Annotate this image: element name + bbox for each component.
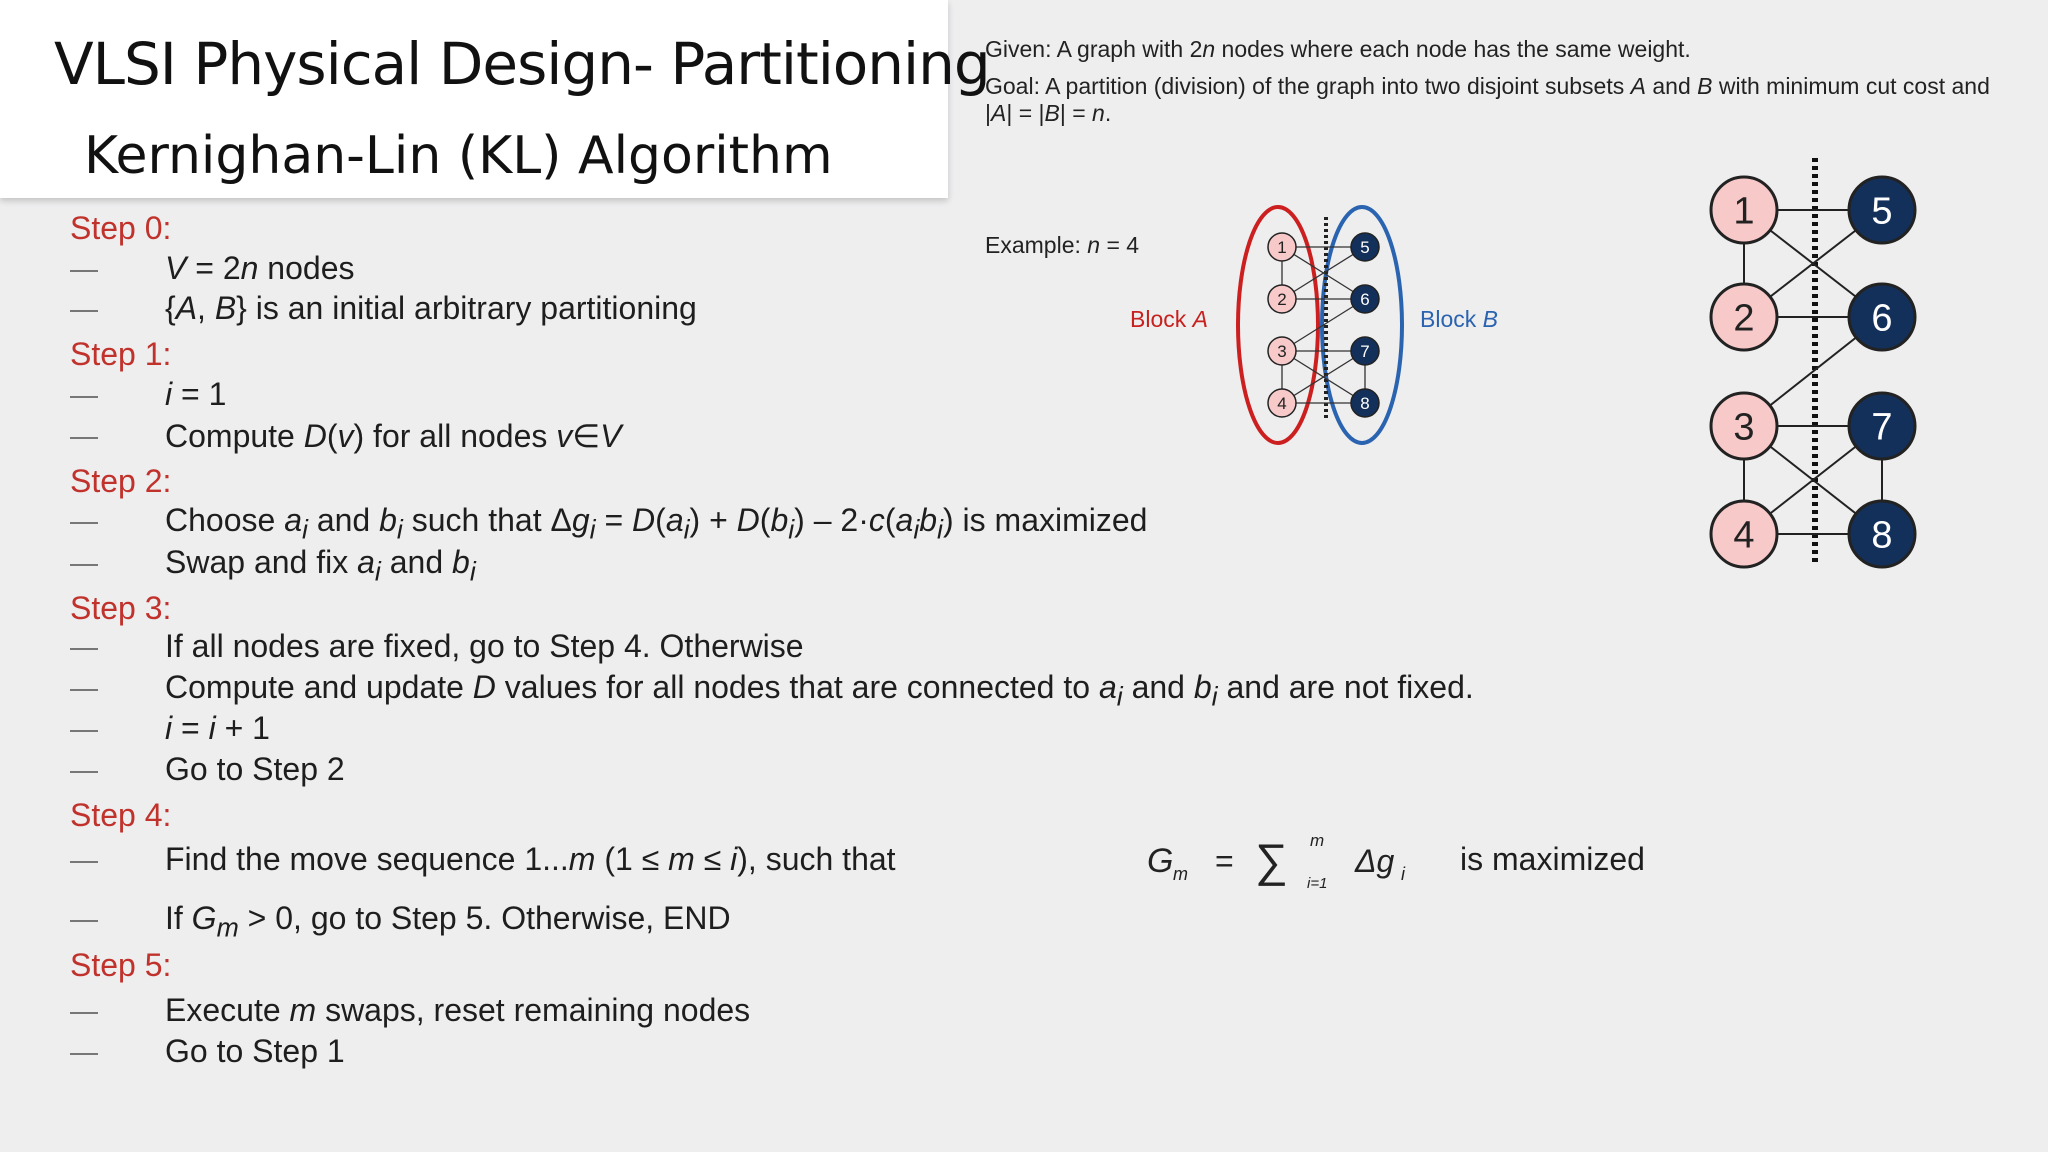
step-4-heading: Step 4:: [70, 797, 172, 833]
block-a-label: Block A: [1130, 306, 1208, 332]
step-4-item-2: If Gm > 0, go to Step 5. Otherwise, END: [165, 900, 731, 943]
formula-lower: i=1: [1307, 875, 1327, 892]
bullet-dash: [70, 730, 98, 732]
large-node-5: [1847, 175, 1917, 245]
step-3-item-3: i = i + 1: [165, 710, 270, 746]
block-a-ellipse: [1236, 205, 1320, 445]
title-box: [0, 0, 948, 198]
large-node-label-5: 5: [1871, 191, 1892, 233]
large-node-label-1: 1: [1733, 191, 1754, 233]
formula-g: G: [1147, 842, 1173, 880]
bullet-dash: [70, 310, 98, 312]
step-3-item-4: Go to Step 2: [165, 751, 345, 787]
slide-subtitle: Kernighan-Lin (KL) Algorithm: [84, 126, 833, 186]
large-node-7: [1847, 391, 1917, 461]
step-1-item-2: Compute D(v) for all nodes v∈V: [165, 418, 622, 454]
bullet-dash: [70, 1053, 98, 1055]
bullet-dash: [70, 396, 98, 398]
large-node-label-4: 4: [1733, 515, 1754, 557]
bullet-dash: [70, 522, 98, 524]
large-node-4: [1709, 499, 1779, 569]
formula-sigma: ∑: [1255, 834, 1288, 886]
step-1-item-1: i = 1: [165, 376, 227, 412]
small-node-label-4: 4: [1277, 394, 1286, 413]
bullet-dash: [70, 771, 98, 773]
large-partition-graph: 1 2 3 4 5 6 7 8: [1709, 158, 1917, 569]
small-partition-graph: 1 2 3 4 5 6 7 8: [1236, 205, 1404, 445]
large-node-label-6: 6: [1871, 298, 1892, 340]
small-node-label-7: 7: [1360, 342, 1369, 361]
step-5-heading: Step 5:: [70, 947, 172, 983]
small-node-label-6: 6: [1360, 290, 1369, 309]
small-node-label-3: 3: [1277, 342, 1286, 361]
large-node-6: [1847, 282, 1917, 352]
bullet-dash: [70, 564, 98, 566]
given-text: Given: A graph with 2n nodes where each …: [985, 36, 1691, 62]
block-b-label: Block B: [1420, 306, 1498, 332]
bullet-dash: [70, 920, 98, 922]
step-3-item-2: Compute and update D values for all node…: [165, 669, 1474, 712]
large-node-1: [1709, 175, 1779, 245]
step-5-item-2: Go to Step 1: [165, 1033, 345, 1069]
gm-sum-formula: G m = ∑ m i=1 Δg i: [1147, 832, 1406, 892]
slide-title: VLSI Physical Design- Partitioning: [54, 30, 991, 98]
large-node-8: [1847, 499, 1917, 569]
small-node-6: [1350, 284, 1380, 314]
large-node-label-3: 3: [1733, 407, 1754, 449]
step-3-item-1: If all nodes are fixed, go to Step 4. Ot…: [165, 628, 804, 664]
formula-eq: =: [1215, 843, 1234, 879]
step-2-item-1: Choose ai and bi such that Δgi = D(ai) +…: [165, 502, 1148, 545]
small-node-8: [1350, 388, 1380, 418]
block-b-ellipse: [1320, 205, 1404, 445]
step-4-item-1: Find the move sequence 1...m (1 ≤ m ≤ i)…: [165, 841, 896, 877]
small-node-label-2: 2: [1277, 290, 1286, 309]
bullet-dash: [70, 648, 98, 650]
formula-delta-sub: i: [1401, 864, 1406, 884]
step-4-item-1-tail: is maximized: [1460, 841, 1645, 877]
example-label: Example: n = 4: [985, 232, 1140, 258]
step-5-item-1: Execute m swaps, reset remaining nodes: [165, 992, 751, 1028]
small-node-1: [1267, 232, 1297, 262]
step-1-heading: Step 1:: [70, 336, 172, 372]
step-2-item-2: Swap and fix ai and bi: [165, 544, 476, 587]
goal-text: Goal: A partition (division) of the grap…: [985, 73, 1990, 126]
small-node-3: [1267, 336, 1297, 366]
formula-upper: m: [1310, 832, 1324, 850]
large-node-3: [1709, 391, 1779, 461]
step-0-item-2: {A, B} is an initial arbitrary partition…: [165, 290, 697, 326]
bullet-dash: [70, 861, 98, 863]
small-node-4: [1267, 388, 1297, 418]
bullet-dash: [70, 270, 98, 272]
bullet-dash: [70, 437, 98, 439]
small-node-label-1: 1: [1277, 238, 1286, 257]
bullet-dash: [70, 689, 98, 691]
small-node-label-8: 8: [1360, 394, 1369, 413]
step-0-heading: Step 0:: [70, 210, 172, 246]
large-node-2: [1709, 282, 1779, 352]
small-node-label-5: 5: [1360, 238, 1369, 257]
large-node-label-7: 7: [1871, 407, 1892, 449]
formula-delta: Δg: [1354, 843, 1394, 879]
small-node-7: [1350, 336, 1380, 366]
small-node-2: [1267, 284, 1297, 314]
large-node-label-2: 2: [1733, 298, 1754, 340]
formula-g-sub: m: [1173, 864, 1188, 884]
step-2-heading: Step 2:: [70, 463, 172, 499]
large-node-label-8: 8: [1871, 515, 1892, 557]
step-3-heading: Step 3:: [70, 590, 172, 626]
bullet-dash: [70, 1012, 98, 1014]
small-node-5: [1350, 232, 1380, 262]
step-0-item-1: V = 2n nodes: [165, 250, 355, 286]
